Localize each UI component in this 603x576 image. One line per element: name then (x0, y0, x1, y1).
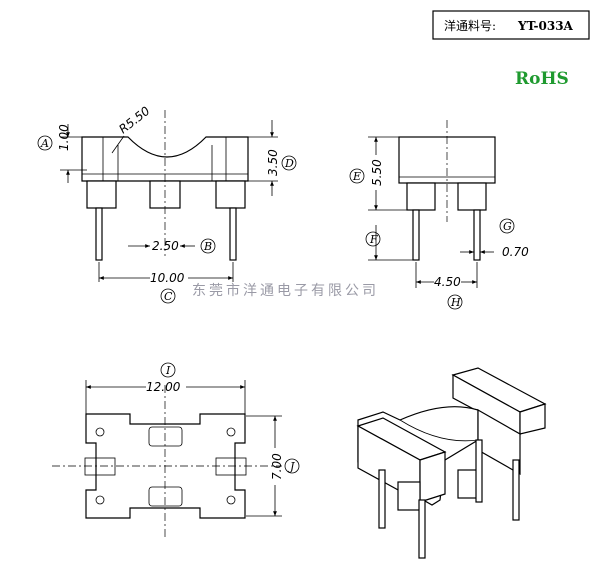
bottom-view: 12.00 I 7.00 J (52, 362, 300, 540)
label-f: F (369, 233, 378, 246)
label-e: E (352, 170, 361, 183)
dim-e-value: 5.50 (370, 159, 384, 186)
label-c: C (164, 290, 173, 303)
watermark: 东莞市洋通电子有限公司 (192, 282, 379, 299)
dim-radius-value: R5.50 (116, 104, 153, 137)
title-box (432, 10, 590, 40)
dim-b-value: 2.50 (152, 239, 179, 253)
isometric-view (356, 367, 547, 559)
label-a: A (40, 137, 49, 150)
label-g: G (503, 220, 512, 233)
side-view: 5.50 E F 0.70 G 4.50 H (349, 120, 529, 310)
label-d: D (284, 157, 294, 170)
dim-h-value: 4.50 (434, 275, 461, 289)
label-h: H (450, 296, 461, 309)
rohs-mark: RoHS (515, 69, 569, 89)
label-j: J (288, 460, 295, 473)
dim-j-value: 7.00 (270, 453, 284, 480)
front-view: 1.00 A R5.50 3.50 D 2.50 B 10.00 C (37, 104, 297, 304)
label-b: B (203, 240, 212, 253)
dim-i-value: 12.00 (146, 380, 181, 394)
dim-a-value: 1.00 (57, 124, 71, 151)
label-i: I (165, 364, 171, 377)
dim-d-value: 3.50 (266, 149, 280, 176)
dim-c-value: 10.00 (150, 271, 185, 285)
title-block: 洋通料号: YT-033A (432, 10, 590, 40)
part-number-label: 洋通料号: (444, 18, 496, 33)
dim-g-value: 0.70 (502, 245, 529, 259)
part-number: YT-033A (517, 19, 574, 33)
